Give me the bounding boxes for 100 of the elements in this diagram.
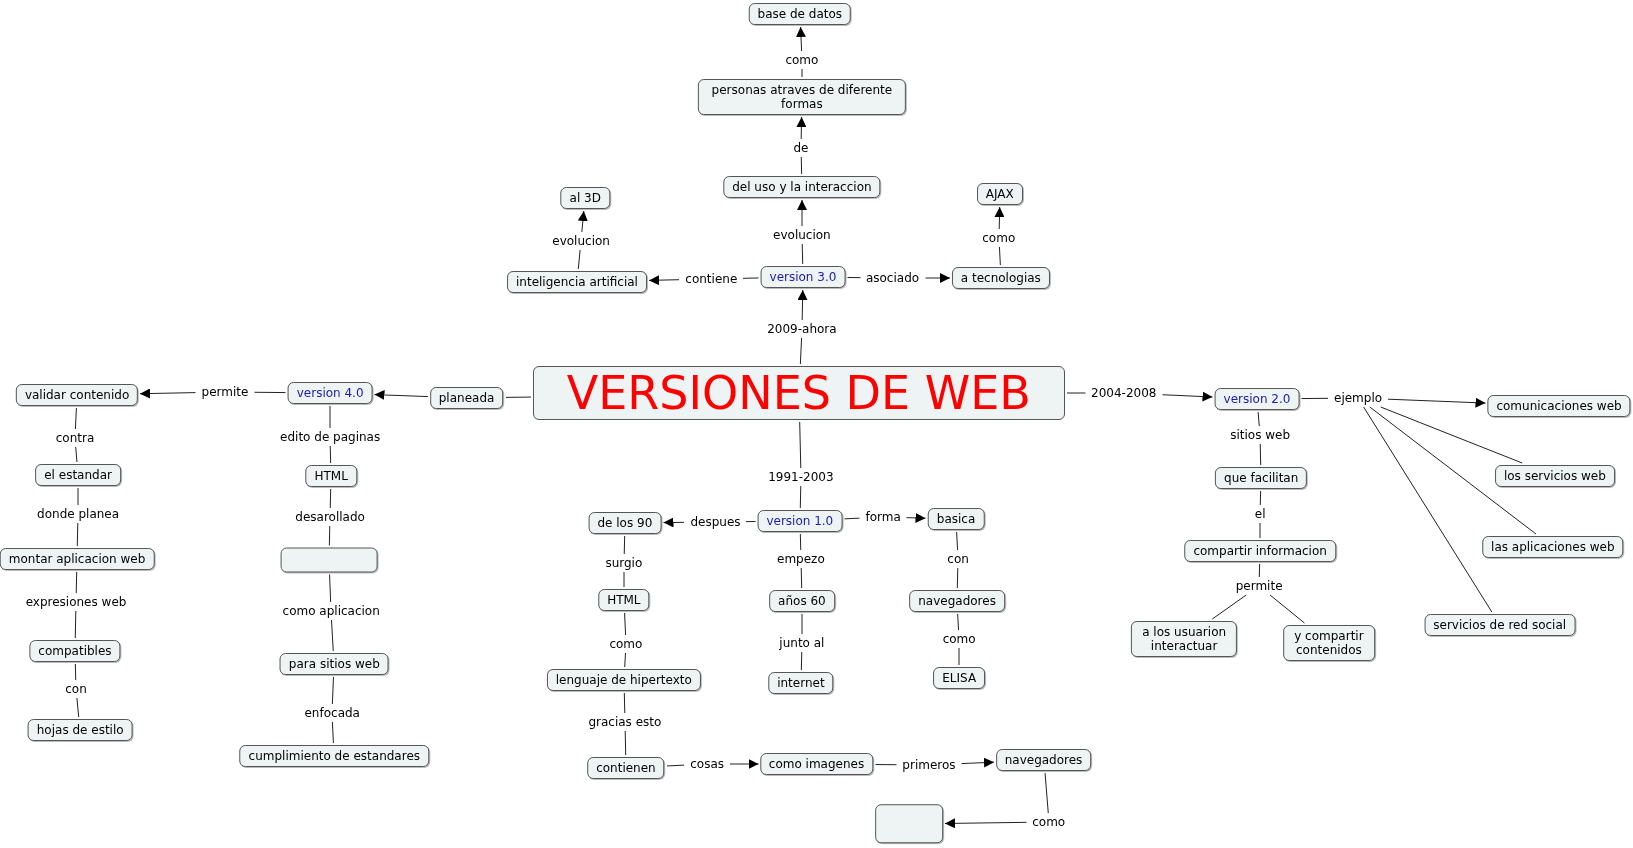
concept-box: [27, 719, 133, 742]
connector-line: [577, 249, 581, 270]
concept-label: que facilitan: [1224, 471, 1299, 485]
concept-label: personas atraves de diferente formas: [710, 82, 894, 111]
concept-box: [697, 78, 907, 115]
connector-line: [505, 396, 532, 398]
connector-line: [1259, 443, 1262, 466]
concept-box: [976, 182, 1023, 205]
connector-line: [875, 764, 897, 766]
concept-box: [587, 756, 665, 779]
empty-concept-box: [280, 547, 378, 573]
linking-phrase: evolucion: [552, 233, 610, 248]
concept-label: HTML: [607, 592, 641, 607]
linking-phrase: 1991-2003: [768, 470, 834, 484]
concept-label: el estandar: [44, 467, 112, 482]
connector-line: [75, 446, 78, 463]
connector-line: [623, 535, 626, 555]
concept-box: [759, 753, 874, 776]
connector-line: [329, 445, 332, 464]
concept-box: [15, 383, 139, 406]
connector-line: [800, 567, 803, 589]
connector-line: [328, 525, 331, 546]
concept-box: [951, 267, 1050, 290]
concept-box: [29, 639, 121, 662]
concept-box: [560, 186, 610, 209]
connector-line: [799, 337, 803, 365]
concept-label: años 60: [778, 593, 826, 608]
concept-label: compartir informacion: [1193, 543, 1327, 558]
concept-label: como imagenes: [768, 757, 865, 772]
concept-box: [909, 589, 1005, 612]
arrow: [1387, 397, 1486, 408]
connector-line: [1259, 490, 1262, 506]
connector-line: [254, 391, 286, 394]
linking-phrase: desarollado: [295, 509, 365, 524]
concept-box: [1482, 535, 1624, 558]
connector-line: [1044, 772, 1049, 814]
connector-line: [801, 243, 804, 265]
arrow: [796, 26, 806, 52]
connector-line: [624, 730, 627, 756]
linking-phrase: como: [1032, 814, 1066, 829]
connector-line: [801, 613, 803, 635]
connector-line: [745, 521, 756, 523]
connector-line: [1301, 397, 1329, 400]
connector-line: [1363, 406, 1493, 613]
concept-label: planeada: [438, 390, 495, 405]
linking-phrase: evolucion: [773, 228, 831, 243]
concept-label: montar aplicacion web: [8, 552, 146, 567]
concept-label: comunicaciones web: [1496, 399, 1622, 414]
connector-line: [624, 652, 626, 668]
linking-phrase: permite: [1235, 579, 1283, 594]
connector-line: [1269, 594, 1305, 624]
concept-label: los servicios web: [1503, 468, 1606, 483]
concept-label: basica: [936, 511, 976, 526]
arrow: [961, 757, 995, 768]
connector-line: [329, 488, 332, 509]
linking-phrase: como: [609, 636, 643, 651]
concept-label: a tecnologias: [960, 271, 1041, 286]
concept-box: [598, 588, 650, 611]
concept-box: [723, 176, 881, 199]
connector-line: [801, 68, 803, 78]
linking-phrase: donde planea: [37, 507, 120, 522]
linking-phrase: despues: [690, 514, 741, 529]
concept-label: para sitios web: [288, 657, 380, 672]
concept-label: version 3.0: [769, 270, 837, 284]
concept-box: [933, 667, 986, 689]
concept-box: [748, 2, 852, 25]
connector-line: [75, 571, 78, 594]
concept-box: [429, 386, 504, 409]
connector-line: [956, 531, 959, 551]
concept-box: [1494, 464, 1615, 487]
concept-label: base de datos: [757, 6, 843, 21]
concept-label: navegadores: [1004, 753, 1083, 768]
map-title: VERSIONES DE WEB: [566, 367, 1031, 418]
connector-line: [74, 610, 77, 639]
connector-line: [742, 277, 759, 279]
concept-label: version 1.0: [766, 513, 834, 528]
concept-label: servicios de red social: [1433, 617, 1567, 632]
connector-line: [74, 407, 77, 430]
concept-label: del uso y la interaccion: [732, 180, 872, 195]
arrow: [925, 273, 951, 283]
concept-label: al 3D: [569, 190, 601, 205]
connector-line: [956, 567, 959, 589]
arrow: [1162, 391, 1213, 402]
concept-label: y compartir contenidos: [1293, 628, 1365, 657]
concept-box: [927, 507, 985, 530]
concept-label: validar contenido: [24, 387, 130, 402]
linking-phrase: permite: [201, 384, 249, 399]
concept-label: version 4.0: [296, 385, 364, 400]
connector-line: [623, 692, 626, 714]
arrow: [994, 206, 1005, 230]
linking-phrase: surgio: [605, 556, 643, 571]
concept-label: a los usuarion interactuar: [1141, 625, 1228, 654]
connector-line: [331, 619, 334, 652]
concept-box: [757, 509, 843, 532]
connector-line: [1258, 563, 1261, 578]
arrow: [648, 275, 680, 286]
linking-phrase: gracias esto: [588, 714, 662, 729]
empty-concept-box: [875, 804, 944, 844]
concept-label: cumplimiento de estandares: [248, 749, 420, 764]
concept-box: [1214, 387, 1300, 410]
